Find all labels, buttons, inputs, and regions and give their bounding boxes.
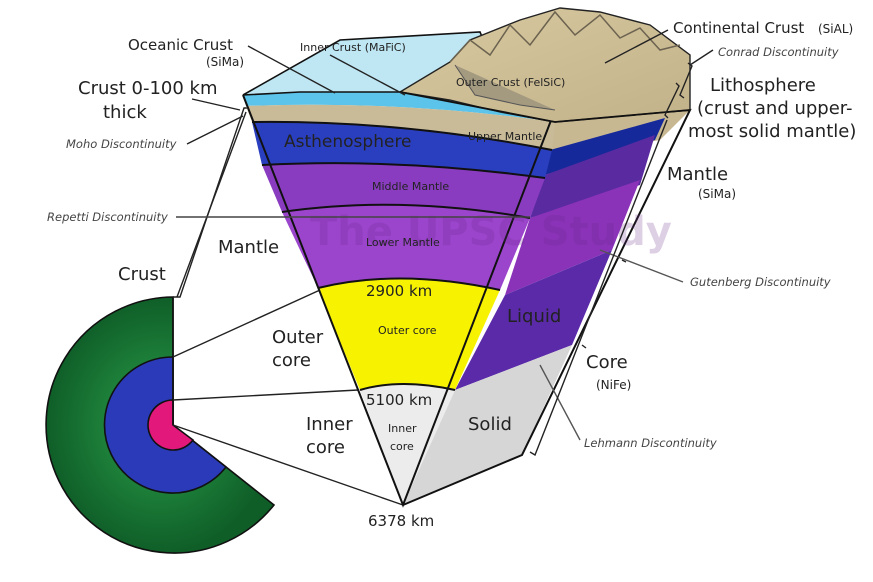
label-conrad: Conrad Discontinuity bbox=[718, 45, 839, 59]
wedge-front-face bbox=[242, 87, 556, 508]
layer-asthenosphere bbox=[252, 121, 552, 178]
label-lower-mantle: Lower Mantle bbox=[366, 236, 440, 249]
label-inner-core-left-2: core bbox=[306, 437, 345, 458]
label-upper-mantle: Upper Mantle bbox=[468, 130, 542, 143]
label-lithosphere-2: (crust and upper- bbox=[697, 98, 853, 119]
label-gutenberg: Gutenberg Discontinuity bbox=[690, 275, 831, 289]
label-liquid: Liquid bbox=[507, 306, 561, 327]
label-lithosphere-3: most solid mantle) bbox=[688, 121, 856, 142]
label-outer-core-left-2: core bbox=[272, 350, 311, 371]
label-outer-core-inside: Outer core bbox=[378, 324, 437, 337]
label-oceanic-crust: Oceanic Crust bbox=[128, 36, 233, 54]
label-continental-crust: Continental Crust bbox=[673, 19, 804, 37]
layer-middle-mantle bbox=[262, 163, 545, 218]
watermark: The UPSC Study bbox=[310, 209, 672, 255]
wedge-right-face bbox=[402, 108, 692, 506]
label-continental-crust-sub: (SiAL) bbox=[818, 22, 853, 36]
label-outer-core-left-1: Outer bbox=[272, 327, 324, 348]
cross-section-rings bbox=[45, 296, 276, 554]
ring-core bbox=[147, 399, 195, 451]
brackets bbox=[529, 62, 693, 457]
layer-lower-mantle bbox=[282, 204, 530, 290]
label-mantle-right: Mantle bbox=[667, 164, 728, 185]
label-lithosphere-1: Lithosphere bbox=[710, 75, 816, 96]
label-depth-6378: 6378 km bbox=[368, 512, 434, 530]
layer-outer-core bbox=[318, 278, 500, 390]
label-depth-2900: 2900 km bbox=[366, 282, 432, 300]
label-depth-5100: 5100 km bbox=[366, 391, 432, 409]
label-crust-thick-2: thick bbox=[103, 102, 147, 123]
mountains bbox=[449, 10, 681, 63]
label-outer-crust: Outer Crust (FelSiC) bbox=[456, 76, 565, 89]
label-inner-crust: Inner Crust (MaFiC) bbox=[300, 41, 406, 54]
label-core-right-sub: (NiFe) bbox=[596, 378, 631, 392]
label-crust-thick-1: Crust 0-100 km bbox=[78, 78, 218, 99]
layer-inner-core bbox=[360, 384, 455, 505]
surface-top bbox=[242, 7, 691, 123]
label-mantle-left: Mantle bbox=[218, 237, 279, 258]
label-moho: Moho Discontinuity bbox=[66, 137, 177, 151]
label-core-right: Core bbox=[586, 352, 628, 373]
label-repetti: Repetti Discontinuity bbox=[47, 210, 168, 224]
label-inner-core-inside-1: Inner bbox=[388, 422, 417, 435]
label-oceanic-crust-sub: (SiMa) bbox=[206, 55, 244, 69]
label-crust-left: Crust bbox=[118, 264, 166, 285]
label-inner-core-inside-2: core bbox=[390, 440, 414, 453]
label-mantle-right-sub: (SiMa) bbox=[698, 187, 736, 201]
label-lehmann: Lehmann Discontinuity bbox=[584, 436, 717, 450]
label-middle-mantle: Middle Mantle bbox=[372, 180, 449, 193]
label-asthenosphere: Asthenosphere bbox=[284, 132, 412, 152]
label-inner-core-left-1: Inner bbox=[306, 414, 353, 435]
label-solid: Solid bbox=[468, 414, 512, 435]
